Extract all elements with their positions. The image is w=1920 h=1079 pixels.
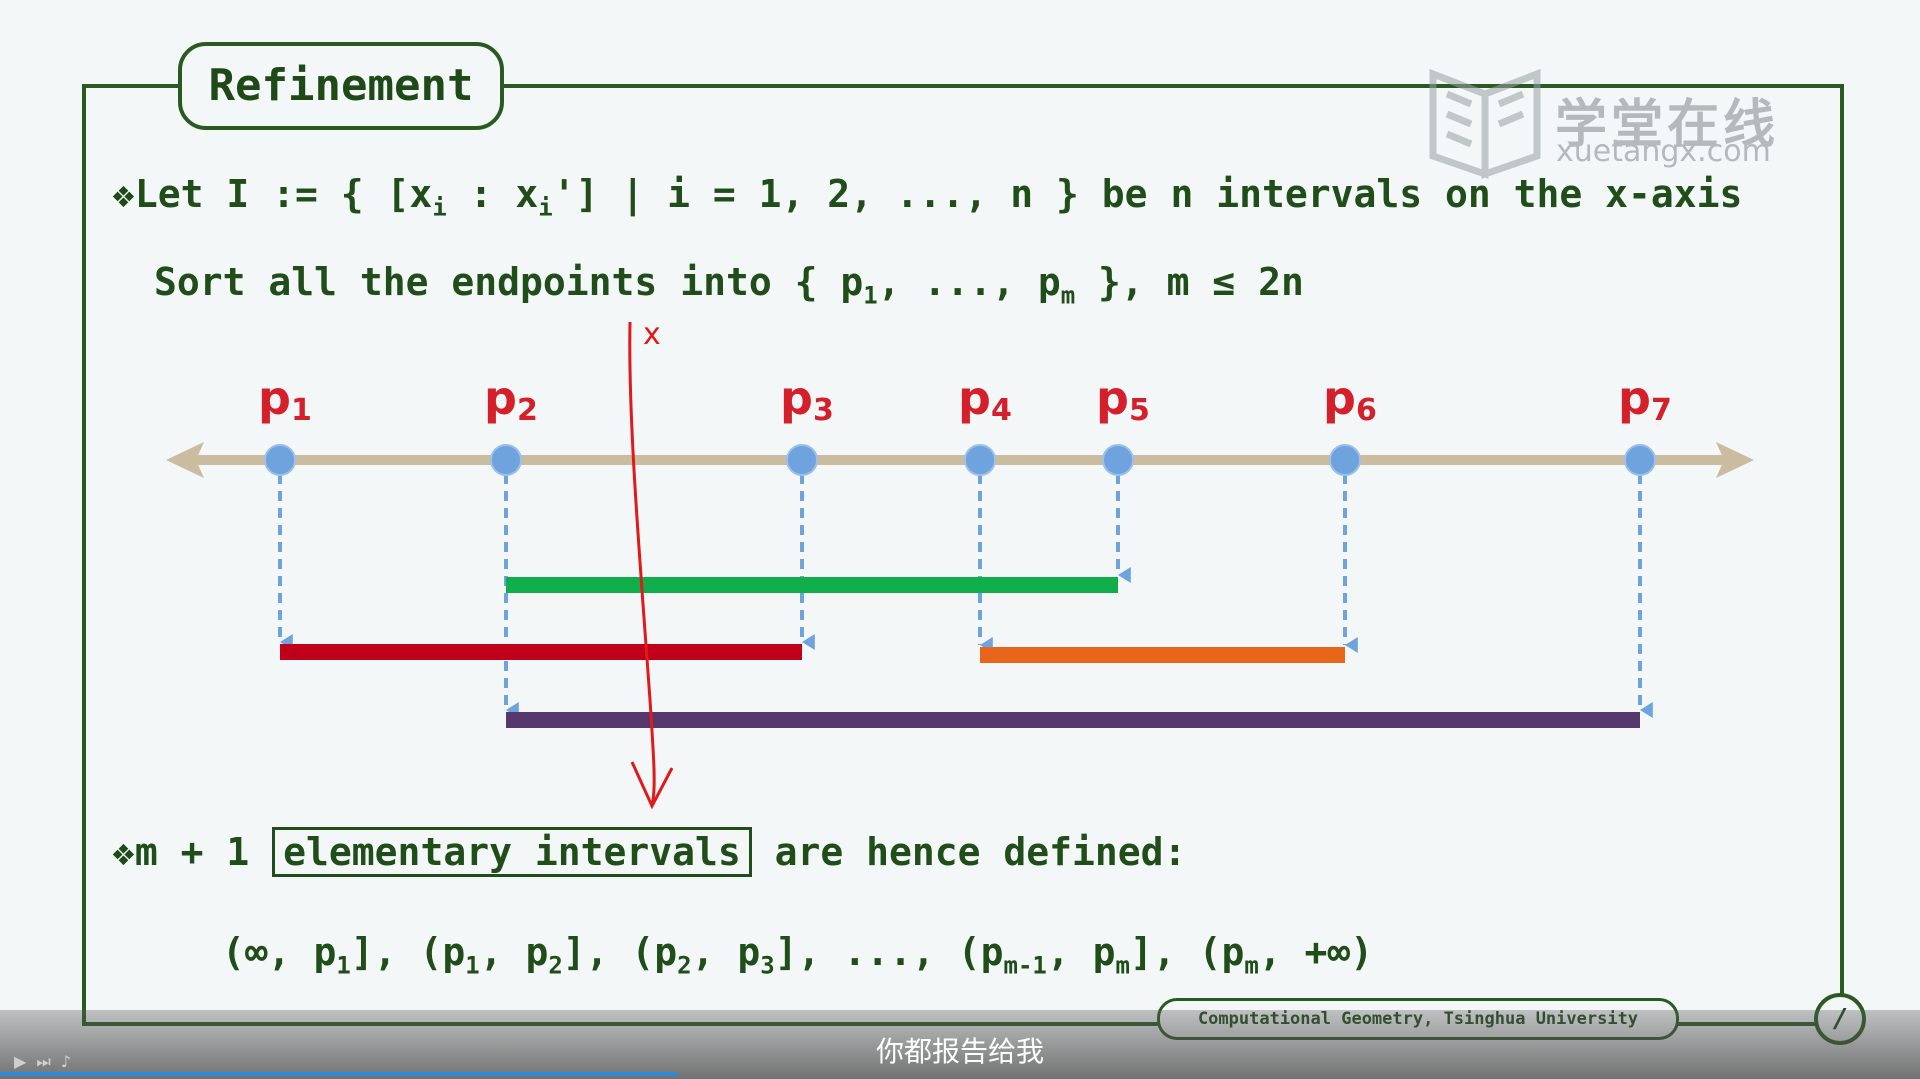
video-subtitle: 你都报告给我 [875,1035,1044,1068]
line2-text-a: Sort all the endpoints into { p [154,260,864,304]
line2-sub-1: 1 [863,281,878,310]
bullet-icon: ❖ [112,830,135,874]
bullet-line-2: Sort all the endpoints into { p1, ..., p… [154,260,1304,310]
line4-sub: m [1115,951,1130,980]
xuetangx-logo-icon [1429,68,1541,179]
logo-chinese-text: 学堂在线 [1555,95,1780,155]
line4-sub: 1 [336,951,351,980]
next-icon[interactable]: ⏭ [36,1052,61,1071]
line4-sub: 1 [465,951,480,980]
line1-sub-2: i [538,193,553,222]
slide-frame [82,84,1844,1026]
line1-sub-1: i [432,193,447,222]
bullet-line-3: ❖m + 1 elementary intervals are hence de… [112,827,1187,877]
line4-sub: 3 [760,951,775,980]
line4-part: ], ..., (p [774,930,1004,974]
play-icon[interactable]: ▶ [14,1052,37,1071]
line4-sub: 2 [548,951,563,980]
line4-part: (∞, p [222,930,337,974]
elementary-intervals-box: elementary intervals [272,827,752,877]
line3-text-a: m + 1 [134,830,273,874]
line4-sub: 2 [677,951,692,980]
line1-text-a: Let I := { [x [134,172,433,216]
bullet-line-1: ❖Let I := { [xi : xi'] | i = 1, 2, ..., … [112,172,1742,222]
video-controls-overlay [0,1010,1920,1079]
line2-sub-2: m [1060,281,1076,310]
line1-text-b: : x [446,172,539,216]
video-progress-bar[interactable] [0,1072,678,1076]
line1-text-c: '] | i = 1, 2, ..., n } be n intervals o… [552,172,1743,216]
slide-title: Refinement [208,60,474,111]
line2-text-c: }, m ≤ 2n [1075,260,1304,304]
line4-sub: m [1244,951,1259,980]
line4-part: , +∞) [1258,930,1374,974]
line4-part: , p [1046,930,1116,974]
line2-text-b: , ..., p [877,260,1061,304]
line4-part: ], (p [350,930,466,974]
player-control-icons[interactable]: ▶⏭♪ [14,1052,81,1072]
line4-part: ], (p [562,930,678,974]
line3-text-b: are hence defined: [751,830,1187,874]
logo-url-text: xuetangx.com [1556,134,1771,169]
line4-part: , p [479,930,549,974]
volume-icon[interactable]: ♪ [60,1052,81,1071]
title-box: Refinement [178,42,504,130]
line4-sub: m-1 [1003,951,1047,980]
elementary-intervals-list: (∞, p1], (p1, p2], (p2, p3], ..., (pm-1,… [222,930,1373,980]
line4-part: ], (p [1129,930,1245,974]
line4-part: , p [691,930,761,974]
bullet-icon: ❖ [112,172,135,216]
